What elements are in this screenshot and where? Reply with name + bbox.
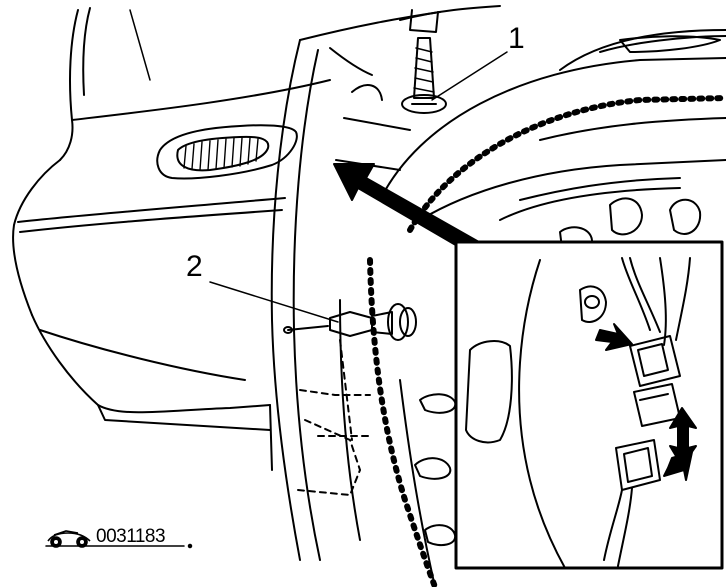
tyre bbox=[339, 29, 726, 587]
callout-2-label: 2 bbox=[186, 250, 203, 283]
car-silhouette-icon bbox=[47, 530, 91, 548]
side-marker-lamp bbox=[156, 124, 298, 180]
inset-detail bbox=[454, 240, 724, 570]
callout-1-label: 1 bbox=[508, 22, 525, 55]
reference-code: 0031183 bbox=[96, 526, 166, 547]
reference-underline bbox=[45, 543, 193, 549]
vehicle-body-panel bbox=[12, 7, 331, 471]
leader-lines bbox=[209, 51, 508, 323]
push-in-clip bbox=[283, 303, 417, 341]
wheel-arch-liner bbox=[270, 5, 501, 561]
screw-fastener bbox=[343, 9, 447, 131]
